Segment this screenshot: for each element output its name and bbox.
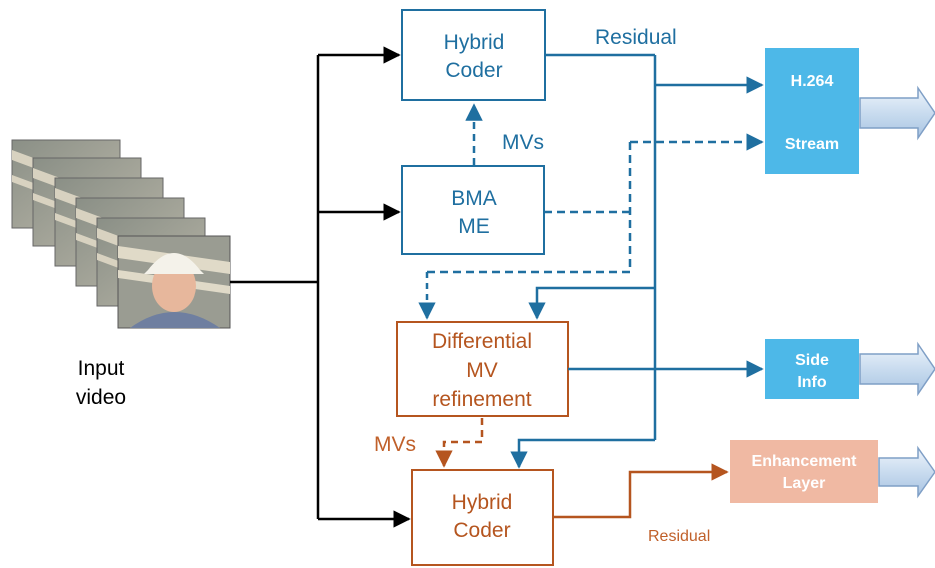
side-info-box	[765, 339, 859, 399]
block-arrow-icon	[859, 85, 935, 141]
video-frame-front	[117, 235, 231, 329]
hybrid-coder-bottom-label-2: Coder	[453, 519, 510, 542]
diff-mv-label-1: Differential	[432, 330, 532, 353]
residual-bottom-label: Residual	[648, 528, 710, 545]
bma-me-box	[401, 165, 545, 255]
diff-mv-refinement-box	[396, 321, 569, 417]
enhancement-layer-box	[730, 440, 878, 503]
hybrid-coder-top-label-1: Hybrid	[444, 31, 505, 54]
h264-label-1: H.264	[791, 73, 834, 90]
bma-me-label-1: BMA	[451, 187, 497, 210]
hybrid-coder-top-box	[401, 9, 546, 101]
bma-me-label-2: ME	[458, 215, 490, 238]
enhancement-label-2: Layer	[783, 475, 826, 492]
block-arrow-icon	[859, 341, 935, 397]
hybrid-coder-bottom-box	[411, 469, 554, 566]
mvs-bottom-label: MVs	[374, 433, 416, 456]
hybrid-coder-top-label-2: Coder	[445, 59, 502, 82]
residual-bottom-arrow	[553, 463, 729, 519]
mvs-top-label: MVs	[502, 131, 544, 154]
h264-stream-box	[765, 48, 859, 174]
enhancement-label-1: Enhancement	[752, 453, 858, 470]
side-info-label-1: Side	[795, 352, 829, 369]
input-video-label-1: Input	[78, 357, 125, 380]
h264-label-2: Stream	[785, 136, 839, 153]
mvs-bottom-arrow	[435, 418, 484, 468]
input-connectors	[230, 46, 411, 528]
input-video-label-2: video	[76, 386, 126, 409]
block-arrow-icon	[878, 445, 935, 499]
bma-dashed-connector	[418, 133, 764, 320]
video-frame-stack-icon	[11, 139, 231, 329]
side-info-label-2: Info	[797, 374, 827, 391]
diff-mv-label-2: MV	[466, 359, 498, 382]
diff-mv-label-3: refinement	[432, 388, 531, 411]
hybrid-coder-bottom-label-1: Hybrid	[452, 491, 513, 514]
residual-top-label: Residual	[595, 26, 677, 49]
residual-top-connector	[510, 53, 764, 469]
